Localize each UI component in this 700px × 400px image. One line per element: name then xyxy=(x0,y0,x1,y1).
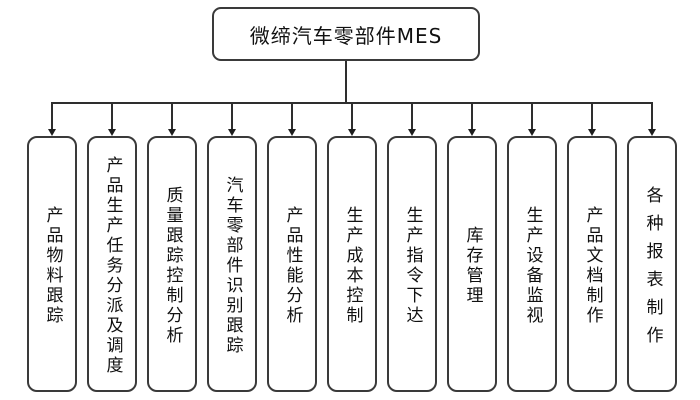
module-box-production-order-issuing: 生产指令下达 xyxy=(387,136,437,392)
module-box-product-performance-analysis: 产品性能分析 xyxy=(267,136,317,392)
module-column: 生产设备监视 xyxy=(507,104,557,392)
connector-drop-line xyxy=(531,104,533,129)
root-node-label: 微缔汽车零部件MES xyxy=(249,23,443,48)
connector-drop-line xyxy=(411,104,413,129)
module-columns: 产品物料跟踪 产品生产任务分派及调度 质量跟踪控制分析 汽车零部件识别跟踪 xyxy=(27,104,677,392)
module-box-parts-identification-tracking: 汽车零部件识别跟踪 xyxy=(207,136,257,392)
root-connector-line xyxy=(345,61,347,103)
connector-drop-line xyxy=(591,104,593,129)
arrow-down-icon xyxy=(228,129,236,136)
module-box-inventory-management: 库存管理 xyxy=(447,136,497,392)
root-node: 微缔汽车零部件MES xyxy=(212,7,480,61)
module-column: 生产成本控制 xyxy=(327,104,377,392)
arrow-down-icon xyxy=(588,129,596,136)
module-box-product-document-creation: 产品文档制作 xyxy=(567,136,617,392)
module-box-report-generation: 各种报表制作 xyxy=(627,136,677,392)
arrow-down-icon xyxy=(408,129,416,136)
connector-drop-line xyxy=(471,104,473,129)
module-column: 库存管理 xyxy=(447,104,497,392)
arrow-down-icon xyxy=(468,129,476,136)
module-column: 产品性能分析 xyxy=(267,104,317,392)
module-box-quality-tracking-control: 质量跟踪控制分析 xyxy=(147,136,197,392)
arrow-down-icon xyxy=(528,129,536,136)
arrow-down-icon xyxy=(288,129,296,136)
module-label: 生产成本控制 xyxy=(342,205,363,326)
connector-drop-line xyxy=(111,104,113,129)
connector-drop-line xyxy=(291,104,293,129)
connector-drop-line xyxy=(171,104,173,129)
module-label: 产品性能分析 xyxy=(282,205,303,326)
module-box-product-material-tracking: 产品物料跟踪 xyxy=(27,136,77,392)
horizontal-bus-line xyxy=(51,102,653,104)
module-column: 质量跟踪控制分析 xyxy=(147,104,197,392)
module-label: 生产指令下达 xyxy=(402,205,423,326)
module-column: 产品文档制作 xyxy=(567,104,617,392)
module-label: 产品文档制作 xyxy=(582,205,603,326)
module-label: 质量跟踪控制分析 xyxy=(162,185,183,346)
connector-drop-line xyxy=(231,104,233,129)
module-label: 汽车零部件识别跟踪 xyxy=(222,175,243,356)
module-column: 汽车零部件识别跟踪 xyxy=(207,104,257,392)
arrow-down-icon xyxy=(648,129,656,136)
module-box-production-cost-control: 生产成本控制 xyxy=(327,136,377,392)
module-label: 产品生产任务分派及调度 xyxy=(102,155,123,376)
module-label: 生产设备监视 xyxy=(522,205,543,326)
module-box-equipment-monitoring: 生产设备监视 xyxy=(507,136,557,392)
connector-drop-line xyxy=(351,104,353,129)
module-label: 库存管理 xyxy=(462,225,483,306)
module-column: 生产指令下达 xyxy=(387,104,437,392)
arrow-down-icon xyxy=(108,129,116,136)
module-label: 各种报表制作 xyxy=(642,185,663,354)
module-column: 产品物料跟踪 xyxy=(27,104,77,392)
module-label: 产品物料跟踪 xyxy=(42,205,63,326)
module-column: 各种报表制作 xyxy=(627,104,677,392)
arrow-down-icon xyxy=(48,129,56,136)
connector-drop-line xyxy=(651,104,653,129)
module-column: 产品生产任务分派及调度 xyxy=(87,104,137,392)
connector-drop-line xyxy=(51,104,53,129)
arrow-down-icon xyxy=(348,129,356,136)
arrow-down-icon xyxy=(168,129,176,136)
module-box-task-dispatch-scheduling: 产品生产任务分派及调度 xyxy=(87,136,137,392)
